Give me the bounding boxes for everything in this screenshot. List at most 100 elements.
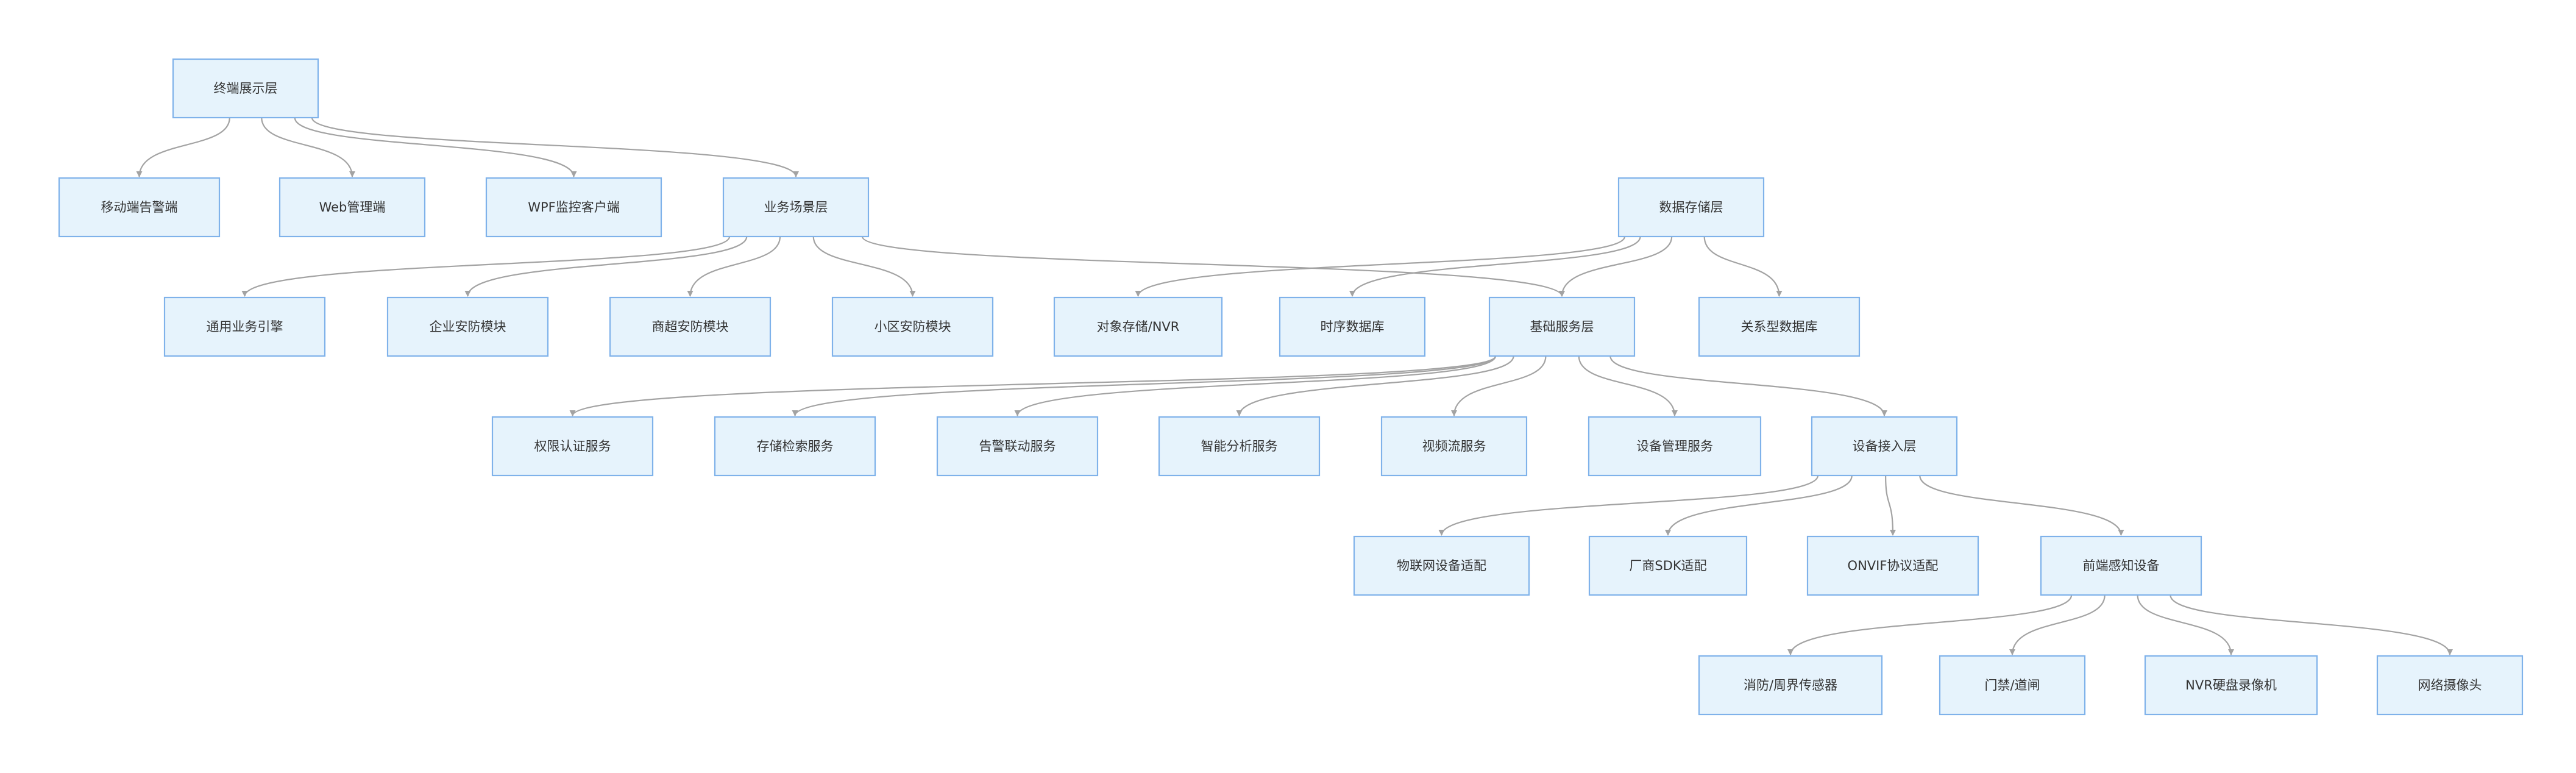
node-camera: 网络摄像头 — [2376, 655, 2524, 716]
edge-business-to-basesvc — [861, 236, 1565, 297]
edge-frontend-to-gate — [2009, 594, 2106, 655]
edge-terminal-to-wpf — [294, 117, 577, 177]
node-box — [491, 416, 654, 477]
node-box — [163, 296, 326, 357]
node-label: 移动端告警端 — [101, 200, 178, 215]
edge-frontend-to-nvr — [2137, 594, 2234, 655]
node-box — [1588, 416, 1762, 477]
edge-access-to-iot — [1438, 475, 1819, 536]
node-box — [2040, 535, 2202, 596]
node-label: 消防/周界传感器 — [1744, 678, 1837, 693]
node-box — [1053, 296, 1223, 357]
node-box — [1279, 296, 1426, 357]
edge-business-to-enterprise — [464, 236, 748, 297]
node-gate: 门禁/道闸 — [1939, 655, 2086, 716]
node-label: 门禁/道闸 — [1984, 678, 2040, 693]
node-box — [1811, 416, 1958, 477]
node-wpf: WPF监控客户端 — [485, 177, 662, 238]
node-frontend: 前端感知设备 — [2040, 535, 2202, 596]
node-label: 厂商SDK适配 — [1629, 558, 1706, 573]
node-nvr: NVR硬盘录像机 — [2144, 655, 2318, 716]
node-label: 智能分析服务 — [1201, 439, 1278, 454]
node-mall: 商超安防模块 — [609, 296, 772, 357]
node-box — [1617, 177, 1765, 238]
node-box — [722, 177, 870, 238]
node-alarm: 告警联动服务 — [936, 416, 1099, 477]
edge-basesvc-to-search — [792, 355, 1497, 416]
node-box — [485, 177, 662, 238]
node-business: 业务场景层 — [722, 177, 870, 238]
edge-basesvc-to-auth — [569, 355, 1497, 416]
node-box — [609, 296, 772, 357]
node-box — [831, 296, 994, 357]
node-web: Web管理端 — [279, 177, 426, 238]
node-tsdb: 时序数据库 — [1279, 296, 1426, 357]
node-label: Web管理端 — [319, 200, 386, 215]
node-label: 前端感知设备 — [2083, 558, 2160, 573]
node-fire: 消防/周界传感器 — [1698, 655, 1883, 716]
node-label: NVR硬盘录像机 — [2185, 678, 2277, 693]
node-label: 商超安防模块 — [652, 319, 729, 334]
edge-basesvc-to-access — [1609, 355, 1887, 416]
node-label: 视频流服务 — [1422, 439, 1486, 454]
edge-business-to-mall — [687, 236, 781, 297]
edge-datastore-to-reldb — [1703, 236, 1783, 297]
edge-datastore-to-tsdb — [1349, 236, 1641, 297]
node-label: 业务场景层 — [764, 200, 828, 215]
edge-basesvc-to-alarm — [1014, 355, 1497, 416]
node-mobile: 移动端告警端 — [58, 177, 221, 238]
node-terminal: 终端展示层 — [172, 58, 319, 119]
node-box — [279, 177, 426, 238]
node-label: WPF监控客户端 — [528, 200, 620, 215]
node-box — [1488, 296, 1636, 357]
edge-access-to-sdk — [1665, 475, 1853, 536]
edges-layer — [136, 117, 2453, 655]
edge-terminal-to-business — [311, 117, 799, 177]
node-label: 存储检索服务 — [757, 439, 834, 454]
node-box — [714, 416, 876, 477]
node-label: 对象存储/NVR — [1097, 319, 1180, 334]
node-general: 通用业务引擎 — [163, 296, 326, 357]
node-box — [1939, 655, 2086, 716]
node-label: 关系型数据库 — [1741, 319, 1818, 334]
node-search: 存储检索服务 — [714, 416, 876, 477]
node-label: 小区安防模块 — [875, 319, 951, 334]
node-label: 设备管理服务 — [1636, 439, 1713, 454]
edge-basesvc-to-video — [1451, 355, 1547, 416]
node-label: 数据存储层 — [1659, 200, 1723, 215]
node-access: 设备接入层 — [1811, 416, 1958, 477]
node-enterprise: 企业安防模块 — [386, 296, 549, 357]
node-label: 网络摄像头 — [2418, 678, 2482, 693]
node-label: 设备接入层 — [1853, 439, 1917, 454]
node-box — [1380, 416, 1528, 477]
node-box — [2144, 655, 2318, 716]
node-iot: 物联网设备适配 — [1353, 535, 1530, 596]
edge-terminal-to-web — [261, 117, 355, 177]
node-box — [1588, 535, 1748, 596]
node-box — [936, 416, 1099, 477]
node-box — [386, 296, 549, 357]
node-box — [2376, 655, 2524, 716]
node-analysis: 智能分析服务 — [1158, 416, 1321, 477]
edge-frontend-to-camera — [2170, 594, 2453, 655]
node-reldb: 关系型数据库 — [1698, 296, 1861, 357]
node-auth: 权限认证服务 — [491, 416, 654, 477]
node-label: 权限认证服务 — [534, 439, 611, 454]
node-label: ONVIF协议适配 — [1848, 558, 1939, 573]
node-label: 物联网设备适配 — [1397, 558, 1486, 573]
edge-basesvc-to-devmgmt — [1578, 355, 1678, 416]
node-sdk: 厂商SDK适配 — [1588, 535, 1748, 596]
edge-frontend-to-fire — [1787, 594, 2073, 655]
edge-business-to-general — [241, 236, 731, 297]
node-video: 视频流服务 — [1380, 416, 1528, 477]
edge-access-to-frontend — [1919, 475, 2124, 536]
node-community: 小区安防模块 — [831, 296, 994, 357]
node-label: 基础服务层 — [1530, 319, 1594, 334]
node-label: 终端展示层 — [214, 81, 278, 96]
node-box — [58, 177, 221, 238]
node-label: 企业安防模块 — [430, 319, 506, 334]
edge-terminal-to-mobile — [136, 117, 230, 177]
edge-datastore-to-basesvc — [1559, 236, 1673, 297]
